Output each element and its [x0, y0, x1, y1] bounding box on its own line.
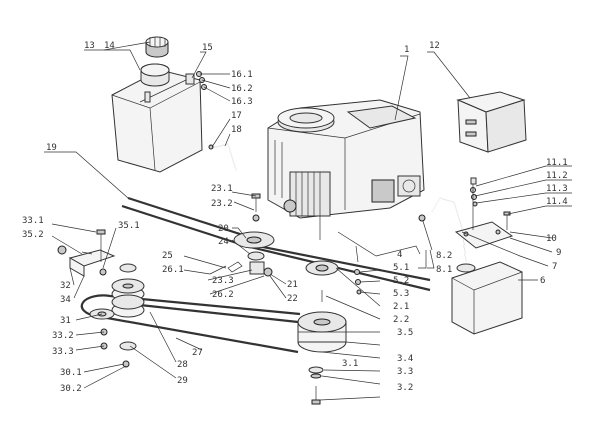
label-5-1: 5.1	[393, 263, 409, 273]
main-pulley-stack	[297, 260, 347, 405]
label-22: 22	[287, 294, 298, 304]
engine	[267, 99, 425, 240]
part-labels: 1 3.1 3.2 3.3 3.4 3.5 4 5.1 5.2 5.3 2.1 …	[22, 41, 568, 394]
heat-shield-plate	[454, 221, 514, 249]
rod-4	[337, 231, 377, 263]
mounting-bracket	[456, 91, 527, 153]
leader-lines	[44, 41, 572, 401]
left-bracket	[57, 229, 116, 277]
bolt-23	[251, 193, 261, 222]
label-3-1: 3.1	[342, 359, 358, 369]
label-33-3: 33.3	[52, 347, 74, 357]
upper-belt	[121, 196, 431, 292]
label-6: 6	[540, 276, 545, 286]
label-1: 1	[404, 45, 409, 55]
idler-pulley-stack	[89, 263, 145, 368]
label-23-3: 23.3	[212, 276, 234, 286]
label-5-2: 5.2	[393, 276, 409, 286]
engine-pulley	[233, 231, 275, 249]
label-3-5: 3.5	[397, 328, 413, 338]
label-3-2: 3.2	[397, 383, 413, 393]
label-15: 15	[202, 43, 213, 53]
label-26-2: 26.2	[212, 290, 234, 300]
label-25: 25	[162, 251, 173, 261]
label-23-1: 23.1	[211, 184, 233, 194]
label-20: 20	[218, 224, 229, 234]
label-8-1: 8.1	[436, 265, 452, 275]
label-11-1: 11.1	[546, 158, 568, 168]
label-11-2: 11.2	[546, 171, 568, 181]
label-9: 9	[556, 248, 561, 258]
label-28: 28	[177, 360, 188, 370]
tank-fittings	[185, 71, 207, 90]
label-7: 7	[552, 262, 557, 272]
label-35-1: 35.1	[118, 221, 140, 231]
label-27: 27	[192, 348, 203, 358]
label-32: 32	[60, 281, 71, 291]
label-14: 14	[104, 41, 115, 51]
label-8-2: 8.2	[436, 251, 452, 261]
label-24: 24	[218, 237, 229, 247]
exhaust-pipe	[431, 197, 467, 263]
label-30-2: 30.2	[60, 384, 82, 394]
label-33-1: 33.1	[22, 216, 44, 226]
label-11-3: 11.3	[546, 184, 568, 194]
tank-cap	[145, 36, 169, 58]
label-17: 17	[231, 111, 242, 121]
label-13: 13	[84, 41, 95, 51]
fuel-tank	[111, 63, 203, 173]
label-23-2: 23.2	[211, 199, 233, 209]
label-18: 18	[231, 125, 242, 135]
label-4: 4	[397, 250, 402, 260]
label-31: 31	[60, 316, 71, 326]
label-19: 19	[46, 143, 57, 153]
label-33-2: 33.2	[52, 331, 74, 341]
label-3-4: 3.4	[397, 354, 413, 364]
label-10: 10	[546, 234, 557, 244]
fuel-hose	[208, 143, 237, 171]
label-30-1: 30.1	[60, 368, 82, 378]
label-11-4: 11.4	[546, 197, 568, 207]
label-21: 21	[287, 280, 298, 290]
label-26-1: 26.1	[162, 265, 184, 275]
label-3-3: 3.3	[397, 367, 413, 377]
label-12: 12	[429, 41, 440, 51]
label-5-3: 5.3	[393, 289, 409, 299]
gasket-bolts	[418, 214, 433, 251]
label-16-2: 16.2	[231, 84, 253, 94]
lower-belt	[80, 294, 301, 354]
muffler	[451, 261, 523, 335]
label-2-2: 2.2	[393, 315, 409, 325]
label-34: 34	[60, 295, 71, 305]
label-35-2: 35.2	[22, 230, 44, 240]
label-2-1: 2.1	[393, 302, 409, 312]
exhaust-bolts	[470, 177, 511, 230]
label-29: 29	[177, 376, 188, 386]
label-16-1: 16.1	[231, 70, 253, 80]
label-16-3: 16.3	[231, 97, 253, 107]
